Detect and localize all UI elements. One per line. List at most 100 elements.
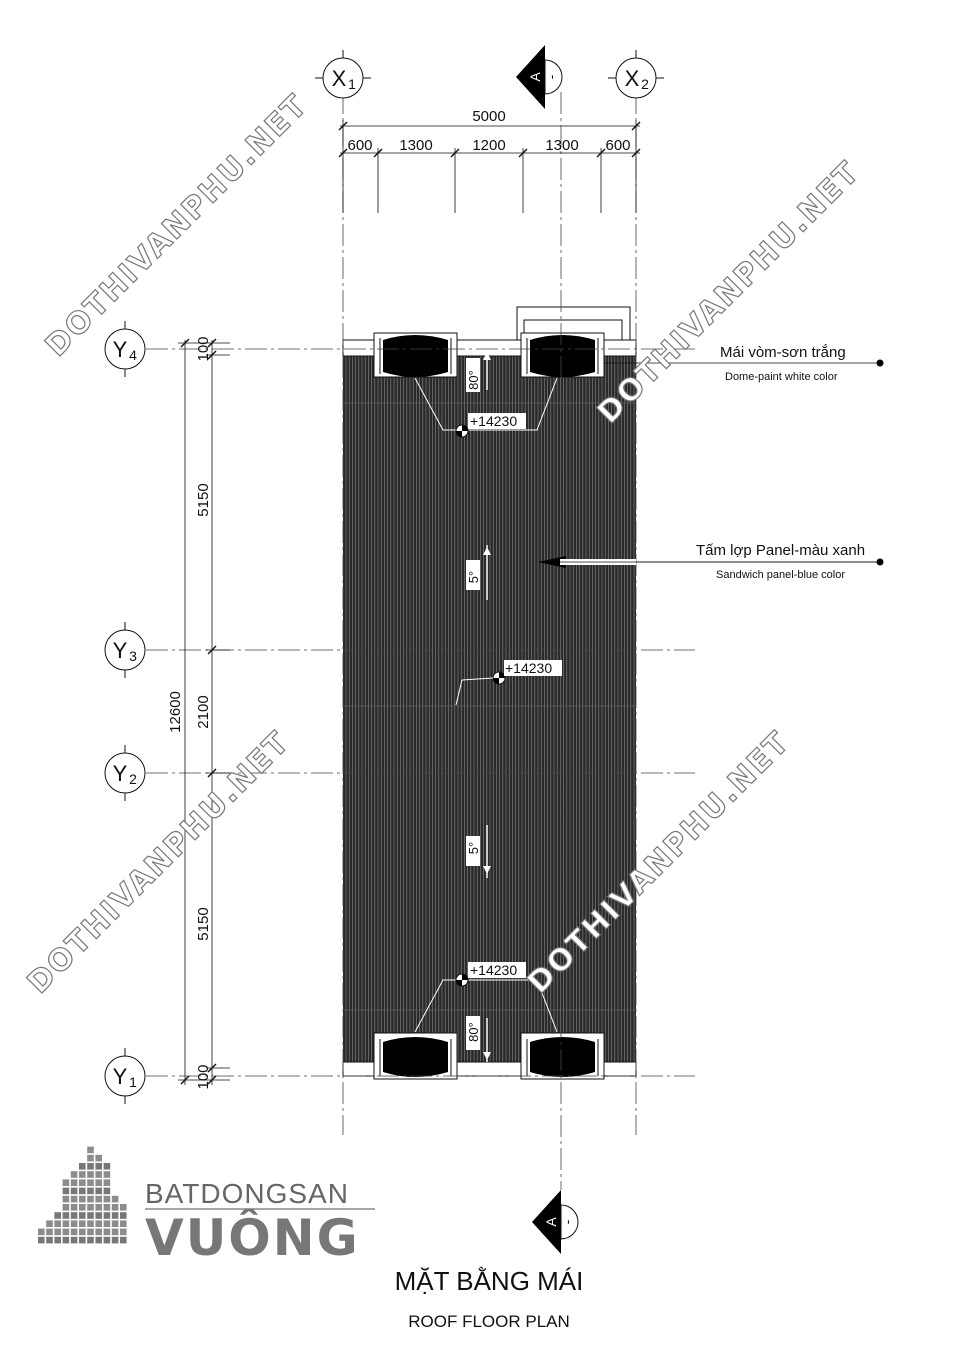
logo-block bbox=[103, 1187, 111, 1195]
logo-block bbox=[54, 1236, 61, 1244]
logo-block bbox=[120, 1228, 127, 1236]
drawing-title: MẶT BẰNG MÁI bbox=[395, 1266, 584, 1296]
grid-y2-letter: Y bbox=[113, 761, 128, 786]
logo-main-text: VUÔNG bbox=[145, 1208, 360, 1267]
logo-block bbox=[103, 1171, 111, 1178]
top-dimension-lines bbox=[338, 120, 641, 213]
logo-block bbox=[95, 1171, 102, 1178]
dome-bottom-right bbox=[520, 1032, 605, 1080]
dim-left-seg-1: 100 bbox=[195, 336, 212, 361]
dome-bottom-left bbox=[373, 1032, 458, 1080]
level-middle: +14230 bbox=[505, 660, 552, 676]
grid-x2-index: 2 bbox=[641, 76, 649, 92]
grid-y3-index: 3 bbox=[129, 648, 137, 664]
grid-bubble-y4: Y 4 bbox=[104, 321, 146, 377]
logo-block bbox=[103, 1220, 111, 1227]
logo-block bbox=[54, 1228, 61, 1236]
dim-left-seg-2: 5150 bbox=[195, 483, 212, 516]
level-top: +14230 bbox=[470, 413, 517, 429]
logo-block bbox=[79, 1228, 86, 1236]
grid-bubble-y1: Y 1 bbox=[104, 1048, 146, 1104]
logo-block bbox=[87, 1146, 94, 1154]
slope-roof-lower: 5° bbox=[466, 842, 481, 854]
logo-block bbox=[70, 1195, 78, 1203]
logo-block bbox=[46, 1228, 53, 1236]
section-bottom-sheet: - bbox=[559, 1219, 575, 1224]
slope-roof-upper: 5° bbox=[466, 571, 481, 583]
logo-block bbox=[95, 1179, 102, 1186]
grid-y1-index: 1 bbox=[129, 1074, 137, 1090]
level-mark-bottom: +14230 bbox=[455, 962, 526, 987]
logo-block bbox=[87, 1163, 94, 1170]
logo-block bbox=[103, 1195, 111, 1203]
logo-block bbox=[70, 1179, 78, 1186]
logo-block bbox=[62, 1195, 70, 1203]
logo-block bbox=[70, 1187, 78, 1195]
logo-block bbox=[95, 1154, 102, 1162]
grid-x1-index: 1 bbox=[348, 76, 356, 92]
logo-block bbox=[70, 1212, 78, 1219]
roof-panel bbox=[343, 356, 636, 1062]
slope-dome-bottom: 80° bbox=[466, 1022, 481, 1042]
grid-x2-letter: X bbox=[625, 66, 640, 91]
level-mark-middle: +14230 bbox=[455, 660, 562, 706]
note-panel-en: Sandwich panel-blue color bbox=[716, 569, 845, 581]
drawing-subtitle: ROOF FLOOR PLAN bbox=[408, 1312, 570, 1331]
logo-block bbox=[46, 1220, 53, 1227]
dim-top-seg-4: 1300 bbox=[545, 137, 578, 154]
panel-ribs bbox=[345, 356, 635, 1062]
logo-block bbox=[95, 1236, 102, 1244]
note-panel: Tấm lợp Panel-màu xanh Sandwich panel-bl… bbox=[538, 542, 884, 581]
logo-block bbox=[95, 1195, 102, 1203]
logo-block bbox=[103, 1228, 111, 1236]
logo-block bbox=[62, 1179, 70, 1186]
logo-block bbox=[87, 1179, 94, 1186]
logo-block bbox=[62, 1220, 70, 1227]
logo: BATDONGSAN VUÔNG bbox=[38, 1146, 375, 1267]
section-mark-top: A - bbox=[516, 45, 563, 109]
grid-bubble-x1: X 1 bbox=[315, 50, 371, 99]
logo-block bbox=[62, 1187, 70, 1195]
note-dome: Mái vòm-sơn trắng Dome-paint white color bbox=[604, 344, 884, 383]
logo-block bbox=[46, 1236, 53, 1244]
logo-block bbox=[103, 1163, 111, 1170]
logo-block bbox=[79, 1195, 86, 1203]
grid-bubble-x2: X 2 bbox=[608, 50, 664, 99]
logo-block bbox=[120, 1212, 127, 1219]
level-mark-top: +14230 bbox=[455, 413, 526, 438]
logo-block bbox=[103, 1212, 111, 1219]
logo-block bbox=[70, 1236, 78, 1244]
logo-block bbox=[95, 1163, 102, 1170]
dim-top-seg-5: 600 bbox=[605, 137, 630, 154]
logo-block bbox=[79, 1212, 86, 1219]
dim-left-seg-4: 5150 bbox=[195, 907, 212, 940]
logo-block bbox=[62, 1212, 70, 1219]
note-dome-en: Dome-paint white color bbox=[725, 371, 838, 383]
logo-block bbox=[70, 1204, 78, 1211]
logo-block bbox=[87, 1228, 94, 1236]
logo-block bbox=[95, 1220, 102, 1227]
dim-top-seg-3: 1200 bbox=[472, 137, 505, 154]
dim-top-seg-2: 1300 bbox=[399, 137, 432, 154]
note-panel-vn: Tấm lợp Panel-màu xanh bbox=[696, 542, 865, 559]
logo-block bbox=[87, 1212, 94, 1219]
logo-block bbox=[103, 1236, 111, 1244]
logo-block bbox=[79, 1163, 86, 1170]
watermark-3: DOTHIVANPHU.NET bbox=[21, 724, 297, 1000]
logo-block bbox=[62, 1204, 70, 1211]
logo-block bbox=[79, 1236, 86, 1244]
logo-block bbox=[87, 1204, 94, 1211]
grid-bubble-y3: Y 3 bbox=[104, 622, 146, 678]
logo-block bbox=[103, 1179, 111, 1186]
logo-block bbox=[111, 1212, 119, 1219]
logo-block bbox=[111, 1220, 119, 1227]
logo-block bbox=[120, 1236, 127, 1244]
dim-top-total: 5000 bbox=[472, 108, 505, 125]
logo-block bbox=[79, 1187, 86, 1195]
grid-y1-letter: Y bbox=[113, 1064, 128, 1089]
logo-block bbox=[70, 1220, 78, 1227]
logo-block bbox=[79, 1204, 86, 1211]
note-dome-vn: Mái vòm-sơn trắng bbox=[720, 344, 846, 361]
level-bottom: +14230 bbox=[470, 962, 517, 978]
left-dimension-lines bbox=[178, 338, 230, 1085]
